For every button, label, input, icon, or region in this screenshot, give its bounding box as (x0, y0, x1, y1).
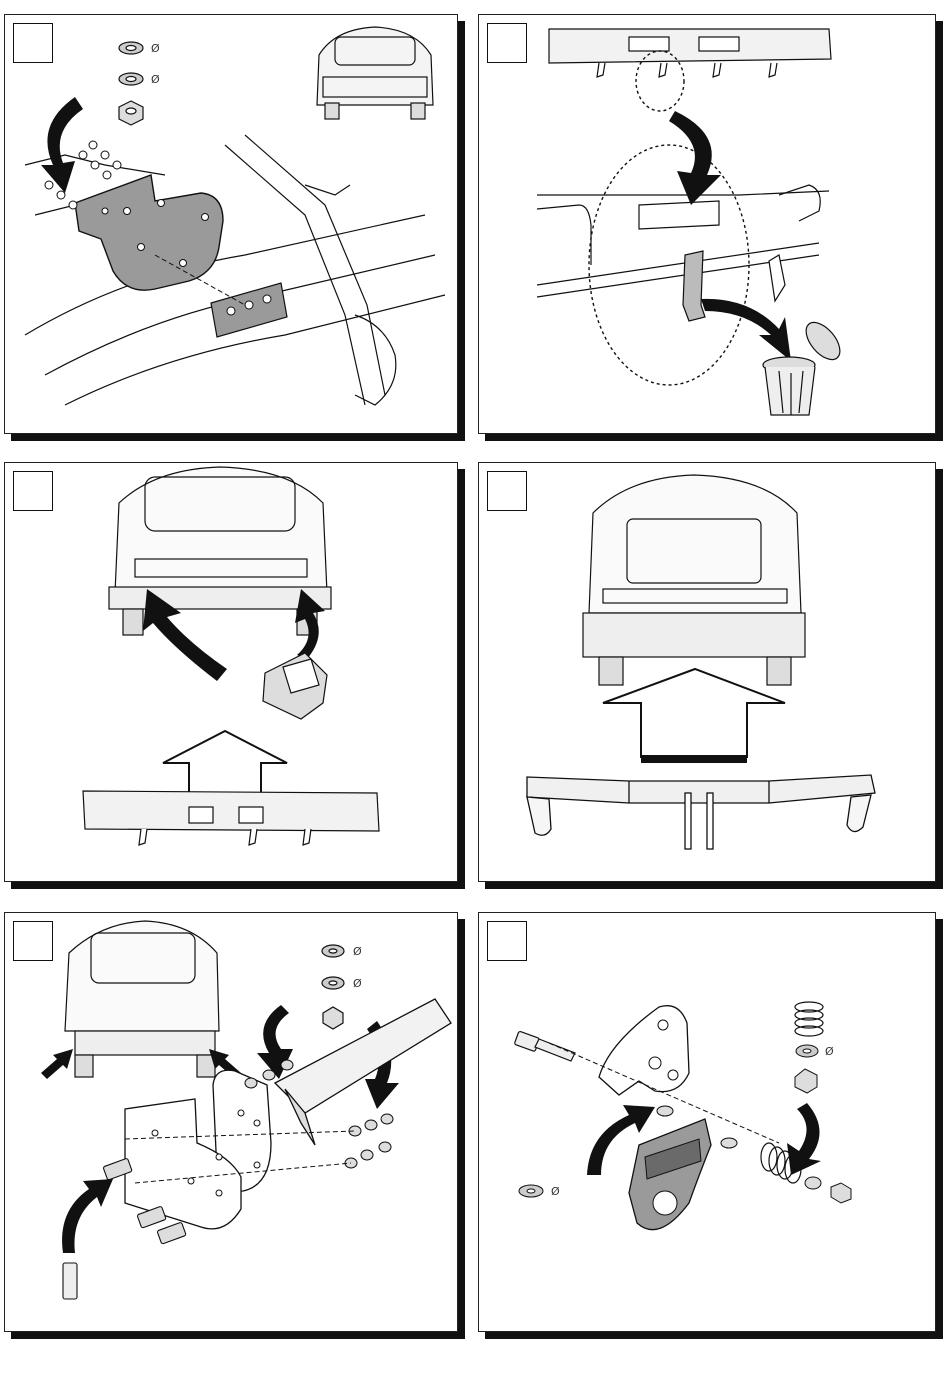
diameter-label: Ø (353, 977, 362, 990)
diameter-label: Ø (551, 1185, 560, 1198)
long-bolt (514, 1031, 575, 1061)
spring-icon (795, 1002, 823, 1036)
car-rear (65, 921, 219, 1077)
diameter-label: Ø (825, 1045, 834, 1058)
washer (721, 1138, 737, 1148)
panel-4-illustration (479, 463, 935, 881)
vehicle-frame-lines (25, 135, 445, 405)
up-arrow-icon (163, 731, 287, 797)
diameter-label: Ø (151, 42, 160, 55)
spring-washer-icon (119, 73, 143, 85)
curved-arrow-icon (62, 1179, 113, 1253)
panel-1-illustration: Ø Ø (5, 15, 457, 433)
panel-5-illustration: Ø Ø (5, 913, 457, 1331)
panel-6: Ø Ø (478, 912, 936, 1332)
curved-arrow-icon (787, 1103, 821, 1175)
panel-3 (4, 462, 458, 882)
washer (657, 1106, 673, 1116)
backing-plate (211, 283, 287, 337)
washer-icon (119, 42, 143, 54)
car-rear-thumbnail (317, 27, 433, 119)
bumper-beam (83, 791, 379, 845)
panel-3-illustration (5, 463, 457, 881)
diameter-label: Ø (353, 945, 362, 958)
tow-crossbar (527, 775, 875, 849)
curved-arrow-icon (701, 299, 791, 361)
nut-icon (795, 1069, 817, 1093)
panel-5: Ø Ø (4, 912, 458, 1332)
bumper-detail (537, 185, 829, 297)
bumper-beam (549, 29, 831, 77)
arrow-icon (41, 1049, 73, 1079)
panel-2-illustration (479, 15, 935, 433)
nut (831, 1183, 851, 1203)
panel-4 (478, 462, 936, 882)
side-bracket (263, 653, 327, 719)
bumper-clip (683, 251, 705, 321)
panel-1: Ø Ø (4, 14, 458, 434)
nut-icon (323, 1007, 343, 1029)
nut-icon (119, 101, 143, 125)
panel-6-illustration: Ø Ø (479, 913, 935, 1331)
hitch-bracket (599, 1006, 689, 1095)
curved-arrow-icon (669, 111, 721, 205)
curved-arrow-icon (41, 97, 83, 193)
panel-2 (478, 14, 936, 434)
car-rear (583, 475, 805, 685)
up-arrow-icon (603, 669, 785, 757)
washer (805, 1177, 821, 1189)
crossbar-tube (275, 999, 451, 1145)
diameter-label: Ø (151, 73, 160, 86)
bracket-plate (75, 175, 223, 290)
